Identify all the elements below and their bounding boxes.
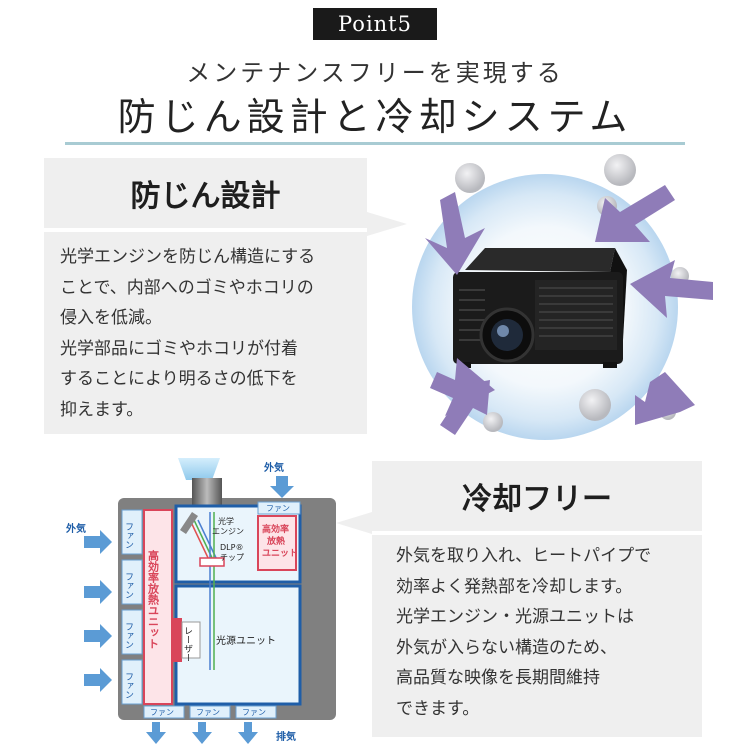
bottom-fan-row xyxy=(143,705,277,719)
projection-beam xyxy=(178,458,220,480)
dlp-chip xyxy=(199,557,225,567)
cooling-line: 外気が入らない構造のため、 xyxy=(396,637,617,658)
cooling-diagram: ファン ファン ファン ファン 高効率放熱ユニット 光学 エンジン DLP® チ… xyxy=(65,458,336,744)
fan-label: ファン xyxy=(266,504,290,513)
svg-text:チップ: チップ xyxy=(220,553,244,562)
cooling-line: 外気を取り入れ、ヒートパイプで xyxy=(396,546,652,566)
title-divider xyxy=(65,142,685,145)
dust-panel-heading: 防じん設計 xyxy=(44,158,367,228)
dust-arrow-icon xyxy=(425,185,713,435)
svg-text:外気: 外気 xyxy=(65,522,86,535)
page-subtitle: メンテナンスフリーを実現する xyxy=(186,59,564,87)
svg-text:高効率: 高効率 xyxy=(262,523,289,535)
laser-module xyxy=(172,618,201,662)
cooling-panel-body: 外気を取り入れ、ヒートパイプで 効率よく発熱部を冷却します。 光学エンジン・光源… xyxy=(372,535,702,737)
svg-text:排気: 排気 xyxy=(276,730,296,743)
dust-line: 光学エンジンを防じん構造にする xyxy=(60,247,316,267)
engine-label: 光学 エンジン xyxy=(212,516,244,536)
cooling-line: 効率よく発熱部を冷却します。 xyxy=(396,576,633,597)
svg-text:ファン: ファン xyxy=(123,672,133,699)
svg-text:ファン: ファン xyxy=(123,622,133,649)
svg-text:ファン: ファン xyxy=(196,708,220,717)
svg-text:DLP®: DLP® xyxy=(220,543,243,552)
cooling-line: 高品質な映像を長期間維持 xyxy=(396,668,600,688)
dust-line: 光学部品にゴミやホコリが付着 xyxy=(60,338,298,359)
dust-line: ことで、内部へのゴミやホコリの xyxy=(60,277,314,298)
svg-text:ファン: ファン xyxy=(150,708,174,717)
fan-label: ファン ファン ファン ファン xyxy=(123,522,133,699)
left-fan-column xyxy=(121,509,143,705)
svg-text:エンジン: エンジン xyxy=(212,527,244,536)
light-path xyxy=(189,512,219,670)
panel-pointer-icon xyxy=(336,512,372,534)
cooling-line: 光学エンジン・光源ユニットは xyxy=(396,607,634,627)
dlp-label: DLP® チップ xyxy=(220,543,244,562)
lens-barrel xyxy=(192,478,222,508)
mirror-icon xyxy=(180,512,198,534)
page-title: 防じん設計と冷却システム xyxy=(117,95,633,139)
right-heat-unit xyxy=(257,515,297,571)
svg-text:ファン: ファン xyxy=(123,572,133,599)
projector-illustration xyxy=(412,154,713,440)
point-badge: Point5 xyxy=(313,8,437,40)
left-heat-unit xyxy=(143,509,173,705)
svg-text:外気: 外気 xyxy=(263,461,284,474)
svg-text:ユニット: ユニット xyxy=(262,548,298,559)
cooling-line: できます。 xyxy=(396,698,480,719)
fan-label: ファン ファン ファン xyxy=(150,708,266,717)
projector-icon xyxy=(453,248,627,368)
laser-label: レーザー xyxy=(182,626,193,662)
dust-line: 抑えます。 xyxy=(60,399,144,420)
right-heat-unit-label: 高効率 放熱 ユニット xyxy=(262,523,298,559)
dust-line: 侵入を低減。 xyxy=(60,308,162,328)
intake-arrow-icon xyxy=(84,476,294,744)
svg-text:光学: 光学 xyxy=(218,516,234,526)
left-heat-unit-label: 高効率放熱ユニット xyxy=(147,549,161,649)
svg-text:ファン: ファン xyxy=(123,522,133,549)
svg-text:放熱: 放熱 xyxy=(266,535,285,547)
top-fan xyxy=(257,501,301,515)
dust-line: することにより明るさの低下を xyxy=(60,369,298,389)
light-source-label: 光源ユニット xyxy=(216,634,276,647)
cooling-panel-heading: 冷却フリー xyxy=(372,461,702,531)
svg-text:ファン: ファン xyxy=(242,708,266,717)
airflow-label: 外気 外気 排気 xyxy=(65,461,296,743)
panel-pointer-icon xyxy=(367,212,407,236)
dust-panel-body: 光学エンジンを防じん構造にする ことで、内部へのゴミやホコリの 侵入を低減。 光… xyxy=(44,232,367,434)
